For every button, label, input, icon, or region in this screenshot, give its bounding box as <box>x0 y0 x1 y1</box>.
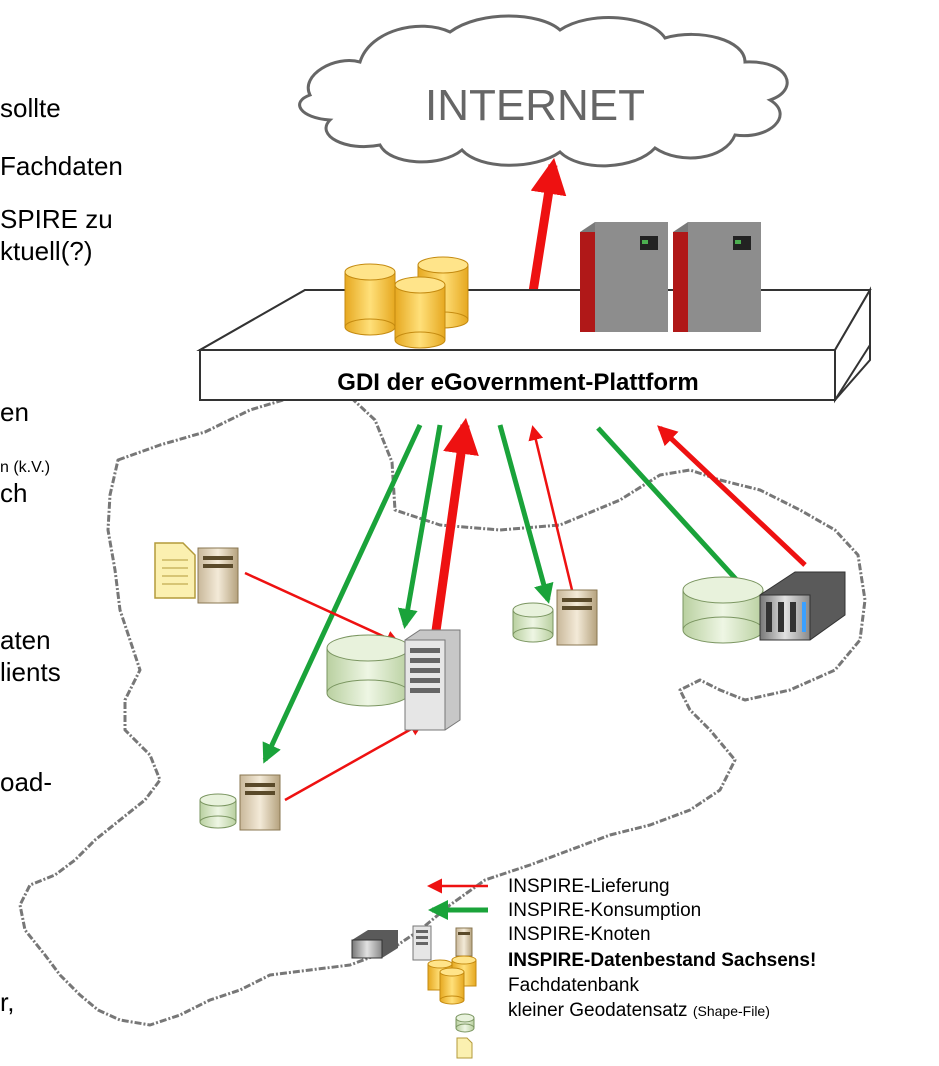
left-text-line-2: Fachdaten <box>0 151 123 181</box>
delivery-arrow-2 <box>528 425 574 591</box>
left-text-line-10: oad- <box>0 767 53 797</box>
platform-servers <box>580 222 761 332</box>
delivery-arrow-4 <box>244 571 401 645</box>
bottom-left-node <box>199 774 281 831</box>
legend-dataset-label: INSPIRE-Datenbestand Sachsens! <box>508 950 817 971</box>
shapefile-node <box>154 542 239 604</box>
left-text-line-7: ch <box>0 478 28 508</box>
delivery-arrow-main <box>430 417 479 639</box>
left-text-line-4: ktuell(?) <box>0 236 93 266</box>
platform-to-internet-arrow <box>528 157 567 293</box>
delivery-arrow-3 <box>657 425 807 567</box>
legend-small-dataset-note: (Shape-File) <box>692 1003 770 1019</box>
consumption-arrow-4 <box>596 426 758 603</box>
left-text-line-5: en <box>0 397 29 427</box>
legend-rack-icon <box>351 930 398 959</box>
legend-delivery-label: INSPIRE-Lieferung <box>508 876 670 897</box>
legend-nodes-label: INSPIRE-Knoten <box>508 924 651 945</box>
cloud-label: INTERNET <box>425 81 645 130</box>
legend-small-dataset-label: kleiner Geodatensatz <box>508 1000 688 1021</box>
legend-server-icon <box>455 927 473 957</box>
legend-icons <box>351 878 488 1059</box>
consumption-arrow-3 <box>497 424 554 604</box>
legend-file-icon <box>456 1037 473 1059</box>
delivery-arrow-5 <box>284 721 425 802</box>
consumption-arrow-2 <box>397 424 443 629</box>
left-text-line-1: sollte <box>0 93 61 123</box>
left-text-line-11: r, <box>0 987 15 1017</box>
left-text-line-6: n (k.V.) <box>0 459 51 476</box>
legend-dataset-icon <box>427 955 477 1005</box>
mid-node <box>512 589 598 646</box>
legend-consumption-label: INSPIRE-Konsumption <box>508 900 702 921</box>
internet-cloud <box>298 14 789 168</box>
egovernment-platform: GDI der eGovernment-Plattform <box>196 286 872 404</box>
legend-db-label: Fachdatenbank <box>508 975 639 996</box>
platform-label: GDI der eGovernment-Plattform <box>337 369 698 396</box>
left-text-line-3: SPIRE zu <box>0 204 113 234</box>
legend-small-dataset-row: kleiner Geodatensatz (Shape-File) <box>508 1000 770 1022</box>
inspire-dataset-cylinders <box>344 256 469 349</box>
central-node <box>326 629 461 731</box>
left-text-line-9: lients <box>0 657 61 687</box>
legend-db-icon <box>455 1013 475 1033</box>
right-node <box>682 571 846 644</box>
saxony-map-outline <box>18 390 867 1027</box>
left-text-line-8: aten <box>0 625 51 655</box>
consumption-arrow-1 <box>262 423 423 764</box>
legend-tower-icon <box>412 925 432 961</box>
